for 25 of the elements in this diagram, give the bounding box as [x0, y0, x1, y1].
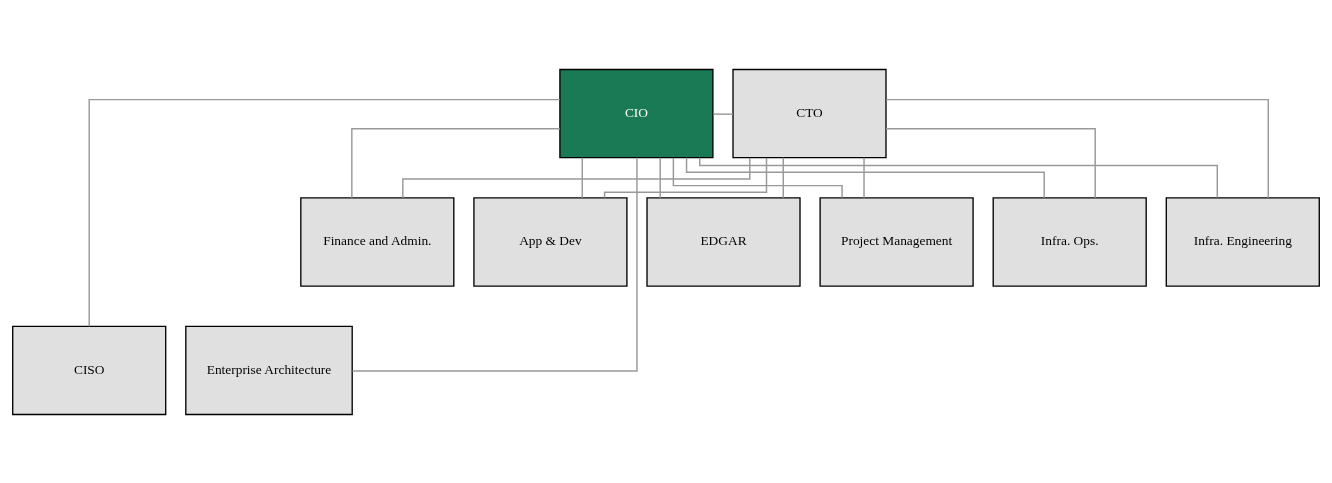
connector — [712, 112, 734, 115]
connector — [672, 156, 843, 198]
connector — [351, 127, 561, 199]
node-box: EDGAR — [646, 196, 801, 287]
node-box: Infra. Engineering — [1165, 196, 1320, 287]
connector — [685, 156, 1045, 199]
connector — [699, 156, 1218, 198]
node-box: Infra. Ops. — [992, 196, 1147, 287]
connector — [863, 156, 865, 198]
node-box: App & Dev — [473, 196, 628, 287]
node-box: CTO — [732, 68, 887, 158]
connector — [88, 98, 561, 327]
connector — [885, 98, 1269, 198]
node-box: CIO — [559, 68, 714, 158]
node-box: Enterprise Architecture — [185, 325, 353, 415]
connector — [581, 156, 583, 198]
connector — [782, 156, 784, 198]
connector — [659, 156, 661, 198]
connector — [603, 156, 768, 198]
connector — [885, 127, 1096, 199]
node-box: CISO — [12, 325, 167, 415]
connector — [402, 156, 751, 199]
node-box: Project Management — [819, 196, 974, 287]
connector — [351, 156, 638, 372]
node-box: Finance and Admin. — [300, 196, 455, 287]
